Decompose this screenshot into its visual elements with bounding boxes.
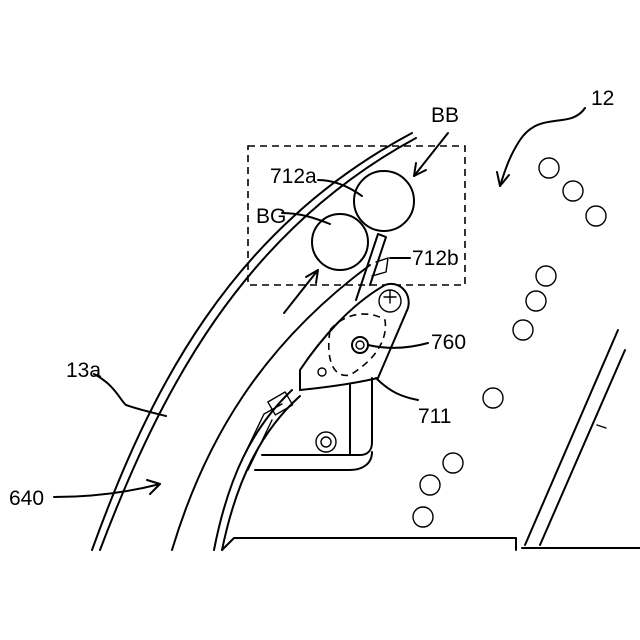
label-bb: BB [431, 104, 459, 127]
label-bg: BG [256, 205, 286, 228]
label-711: 711 [418, 405, 451, 428]
label-712b: 712b [412, 247, 459, 270]
roller-bg [312, 214, 368, 270]
support-frame [255, 378, 372, 470]
floor [222, 330, 640, 550]
label-712a: 712a [270, 165, 317, 188]
label-13a: 13a [66, 359, 101, 382]
label-760: 760 [431, 331, 466, 354]
lever-711 [300, 284, 409, 390]
label-640: 640 [9, 487, 44, 510]
roller-bb [354, 171, 414, 231]
label-12: 12 [591, 87, 614, 110]
leaders [54, 108, 585, 497]
inner-guide [172, 265, 370, 550]
